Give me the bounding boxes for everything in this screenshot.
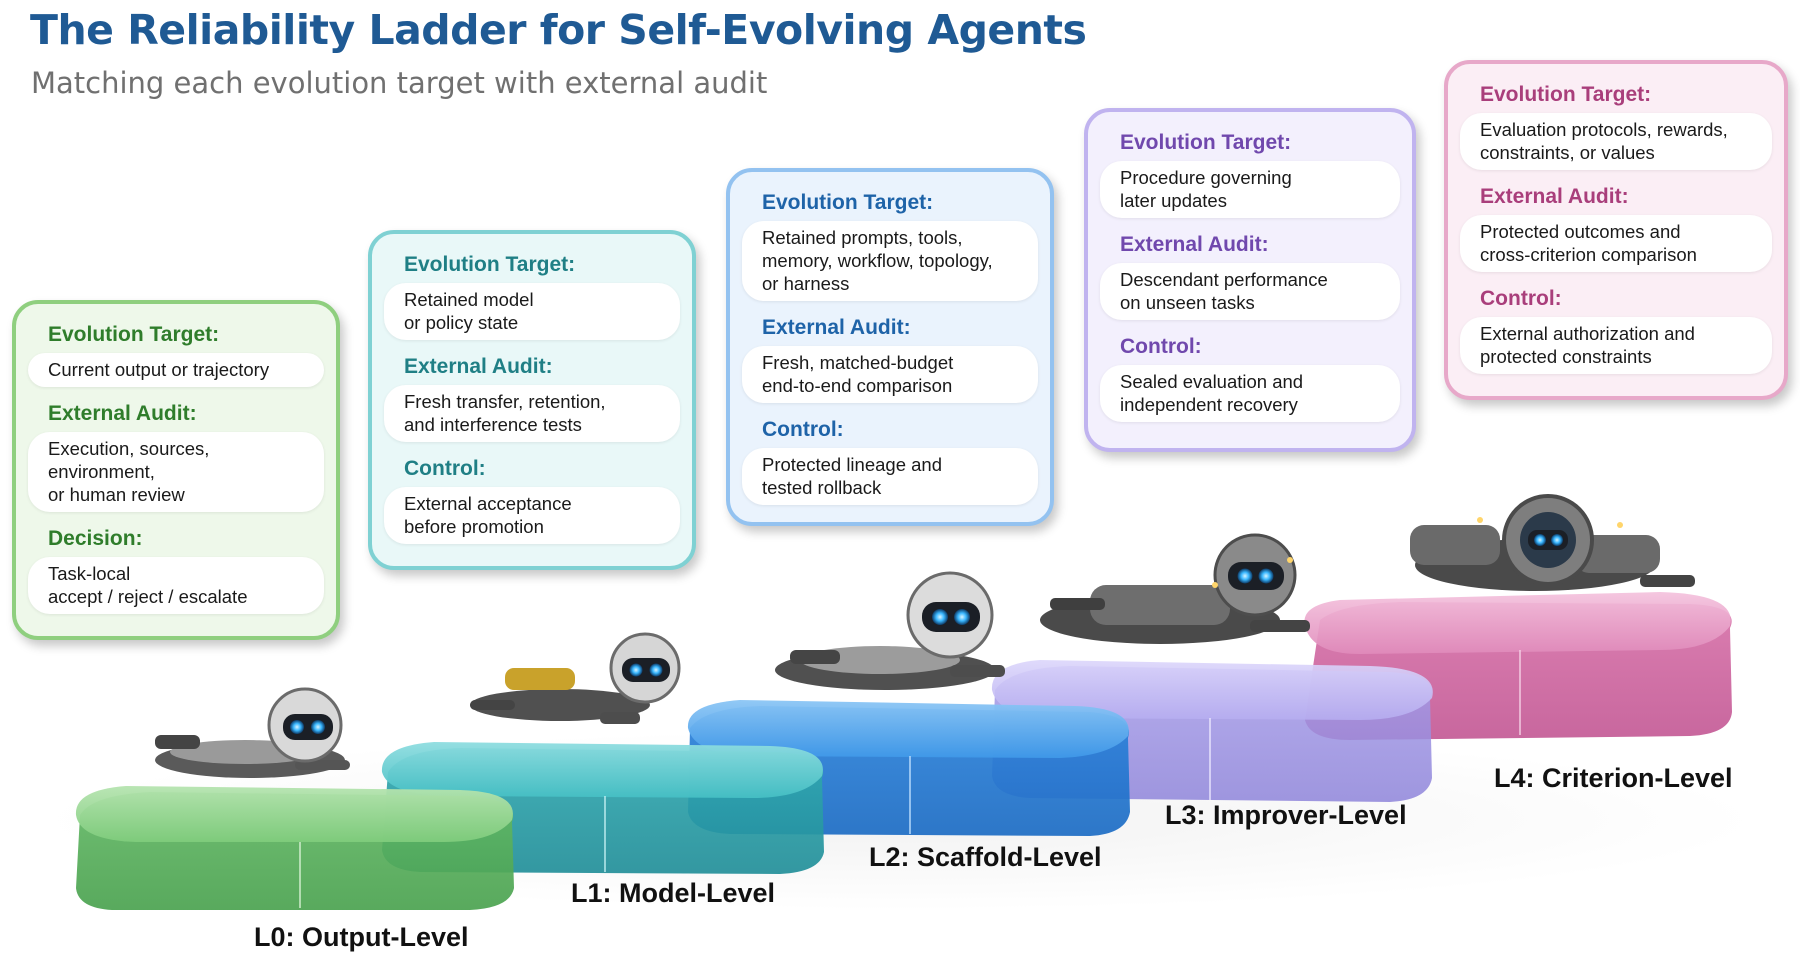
section-heading: Control: xyxy=(1120,335,1202,358)
card-l4: Evolution Target: Evaluation protocols, … xyxy=(1444,60,1788,400)
card-l0-evolution-target: Evolution Target: Current output or traj… xyxy=(28,318,324,387)
card-l2-external-audit: External Audit: Fresh, matched-budget en… xyxy=(742,311,1038,403)
card-l4-external-audit: External Audit: Protected outcomes and c… xyxy=(1460,180,1772,272)
section-text: Descendant performance on unseen tasks xyxy=(1100,263,1400,320)
section-heading: Control: xyxy=(1480,287,1562,310)
section-text: Sealed evaluation and independent recove… xyxy=(1100,365,1400,422)
section-heading: External Audit: xyxy=(404,355,553,378)
robot-l4-icon xyxy=(1410,494,1695,591)
section-heading: Evolution Target: xyxy=(404,253,576,276)
section-heading: Evolution Target: xyxy=(48,323,220,346)
page-title: The Reliability Ladder for Self-Evolving… xyxy=(30,6,1087,54)
card-l3: Evolution Target: Procedure governing la… xyxy=(1084,108,1416,452)
section-text: Current output or trajectory xyxy=(28,353,324,387)
section-text: Protected outcomes and cross-criterion c… xyxy=(1460,215,1772,272)
card-l3-control: Control: Sealed evaluation and independe… xyxy=(1100,330,1400,422)
page-subtitle: Matching each evolution target with exte… xyxy=(31,66,768,100)
section-text: Retained model or policy state xyxy=(384,283,680,340)
section-text: External acceptance before promotion xyxy=(384,487,680,544)
section-text: Task-local accept / reject / escalate xyxy=(28,557,324,614)
level-label-l0: L0: Output-Level xyxy=(254,922,469,952)
section-heading: Evolution Target: xyxy=(1120,131,1292,154)
robot-l0-icon xyxy=(155,687,350,778)
level-label-l4: L4: Criterion-Level xyxy=(1494,763,1733,793)
section-heading: Control: xyxy=(762,418,844,441)
section-heading: External Audit: xyxy=(762,316,911,339)
card-l2: Evolution Target: Retained prompts, tool… xyxy=(726,168,1054,526)
card-l1-evolution-target: Evolution Target: Retained model or poli… xyxy=(384,248,680,340)
section-heading: Evolution Target: xyxy=(762,191,934,214)
level-label-l2: L2: Scaffold-Level xyxy=(869,842,1102,872)
section-heading: External Audit: xyxy=(48,402,197,425)
section-text: Procedure governing later updates xyxy=(1100,161,1400,218)
card-l2-evolution-target: Evolution Target: Retained prompts, tool… xyxy=(742,186,1038,301)
card-l0-external-audit: External Audit: Execution, sources, envi… xyxy=(28,397,324,512)
robot-l2-icon xyxy=(775,571,1005,690)
section-text: External authorization and protected con… xyxy=(1460,317,1772,374)
card-l3-external-audit: External Audit: Descendant performance o… xyxy=(1100,228,1400,320)
card-l0: Evolution Target: Current output or traj… xyxy=(12,300,340,640)
level-label-l3: L3: Improver-Level xyxy=(1165,800,1407,830)
section-heading: External Audit: xyxy=(1480,185,1629,208)
card-l1: Evolution Target: Retained model or poli… xyxy=(368,230,696,570)
card-l0-decision: Decision: Task-local accept / reject / e… xyxy=(28,522,324,614)
card-l4-evolution-target: Evolution Target: Evaluation protocols, … xyxy=(1460,78,1772,170)
level-label-l1: L1: Model-Level xyxy=(571,878,776,908)
card-l1-external-audit: External Audit: Fresh transfer, retentio… xyxy=(384,350,680,442)
card-l4-control: Control: External authorization and prot… xyxy=(1460,282,1772,374)
card-l2-control: Control: Protected lineage and tested ro… xyxy=(742,413,1038,505)
section-heading: Evolution Target: xyxy=(1480,83,1652,106)
section-text: Fresh, matched-budget end-to-end compari… xyxy=(742,346,1038,403)
card-l3-evolution-target: Evolution Target: Procedure governing la… xyxy=(1100,126,1400,218)
section-heading: Control: xyxy=(404,457,486,480)
robot-l3-icon xyxy=(1040,533,1310,644)
robot-l1-icon xyxy=(470,632,681,724)
card-l1-control: Control: External acceptance before prom… xyxy=(384,452,680,544)
section-text: Retained prompts, tools, memory, workflo… xyxy=(742,221,1038,301)
section-text: Fresh transfer, retention, and interfere… xyxy=(384,385,680,442)
section-text: Execution, sources, environment, or huma… xyxy=(28,432,324,512)
section-text: Evaluation protocols, rewards, constrain… xyxy=(1460,113,1772,170)
section-text: Protected lineage and tested rollback xyxy=(742,448,1038,505)
section-heading: External Audit: xyxy=(1120,233,1269,256)
section-heading: Decision: xyxy=(48,527,143,550)
step-block-l0 xyxy=(75,786,514,910)
